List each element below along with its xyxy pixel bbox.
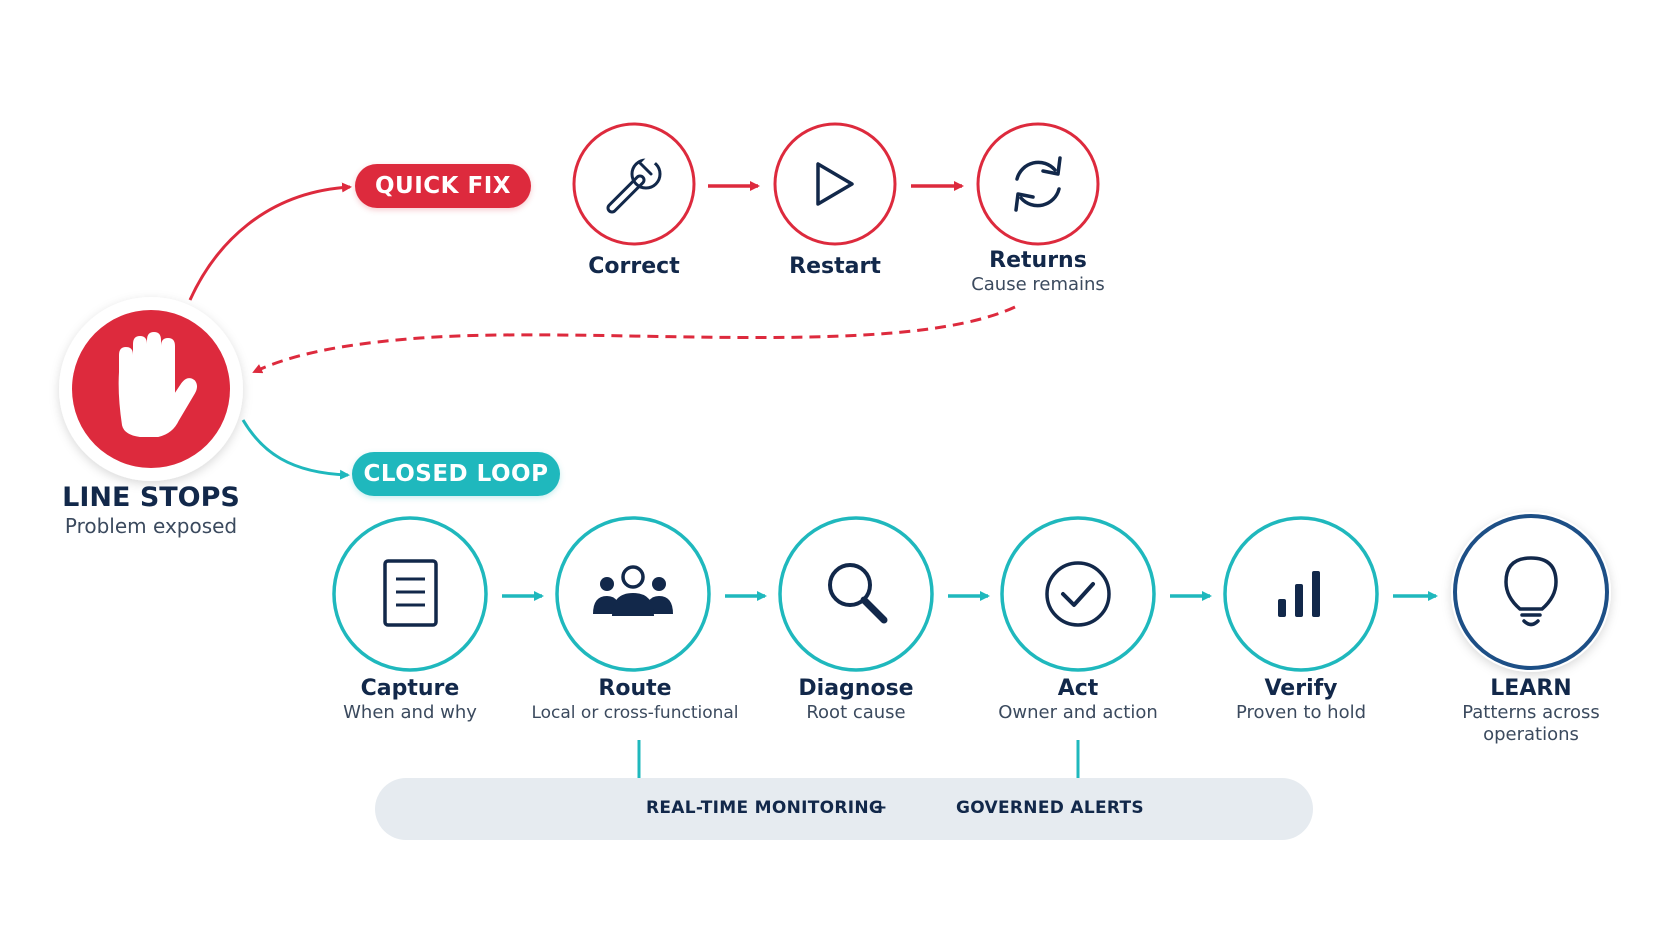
learn-node <box>1451 512 1611 672</box>
returns-title: Returns <box>989 248 1087 273</box>
quick-fix-label: QUICK FIX <box>355 164 531 208</box>
correct-node <box>572 122 696 246</box>
capture-node <box>332 516 488 672</box>
capture-subtitle: When and why <box>343 702 477 723</box>
learn-label: LEARN Patterns across operations <box>1445 676 1617 746</box>
correct-title: Correct <box>588 254 680 279</box>
alerts-text: GOVERNED ALERTS <box>956 798 1144 818</box>
capture-title: Capture <box>360 676 460 701</box>
monitoring-text: REAL-TIME MONITORING <box>646 798 884 818</box>
check-circle-icon <box>1045 561 1111 627</box>
diagnose-subtitle: Root cause <box>806 702 906 723</box>
route-label: Route Local or cross-functional <box>513 676 757 724</box>
verify-label: Verify Proven to hold <box>1201 676 1401 724</box>
line-stops-subtitle: Problem exposed <box>64 514 238 538</box>
line-stops-text: LINE STOPS Problem exposed <box>20 482 282 538</box>
route-node <box>555 516 711 672</box>
learn-subtitle: Patterns across operations <box>1462 702 1600 745</box>
closed-loop-label: CLOSED LOOP <box>352 452 560 496</box>
support-bar <box>375 778 1313 840</box>
line-stops-title: LINE STOPS <box>62 482 240 513</box>
refresh-icon <box>1014 156 1062 212</box>
magnifier-icon <box>828 563 888 624</box>
act-label: Act Owner and action <box>978 676 1178 724</box>
act-node <box>1000 516 1156 672</box>
document-icon <box>383 559 438 627</box>
capture-label: Capture When and why <box>310 676 510 724</box>
restart-node <box>773 122 897 246</box>
returns-node <box>976 122 1100 246</box>
act-title: Act <box>1057 676 1099 701</box>
restart-label: Restart <box>755 254 915 280</box>
bar-chart-icon <box>1278 571 1320 617</box>
returns-label: Returns Cause remains <box>948 248 1128 296</box>
verify-node <box>1223 516 1379 672</box>
learn-title: LEARN <box>1490 676 1572 701</box>
line-stops-node <box>59 297 243 481</box>
team-icon <box>593 565 673 616</box>
quick-fix-branch-arrow <box>188 182 352 301</box>
returns-subtitle: Cause remains <box>971 274 1105 295</box>
lightbulb-icon <box>1504 556 1558 627</box>
route-title: Route <box>598 676 672 701</box>
closed-loop-branch-arrow <box>241 419 350 480</box>
restart-title: Restart <box>789 254 881 279</box>
play-icon <box>816 162 854 206</box>
diagnose-node <box>778 516 934 672</box>
diagnose-label: Diagnose Root cause <box>756 676 956 724</box>
plus-sign: + <box>873 798 888 818</box>
hand-stop-icon <box>118 332 197 437</box>
verify-title: Verify <box>1264 676 1338 701</box>
diagnose-title: Diagnose <box>798 676 914 701</box>
wrench-icon <box>606 153 662 214</box>
act-subtitle: Owner and action <box>998 702 1158 723</box>
verify-subtitle: Proven to hold <box>1235 702 1367 723</box>
correct-label: Correct <box>554 254 714 280</box>
route-subtitle: Local or cross-functional <box>531 703 739 723</box>
returns-feedback-arrow <box>252 305 1016 374</box>
